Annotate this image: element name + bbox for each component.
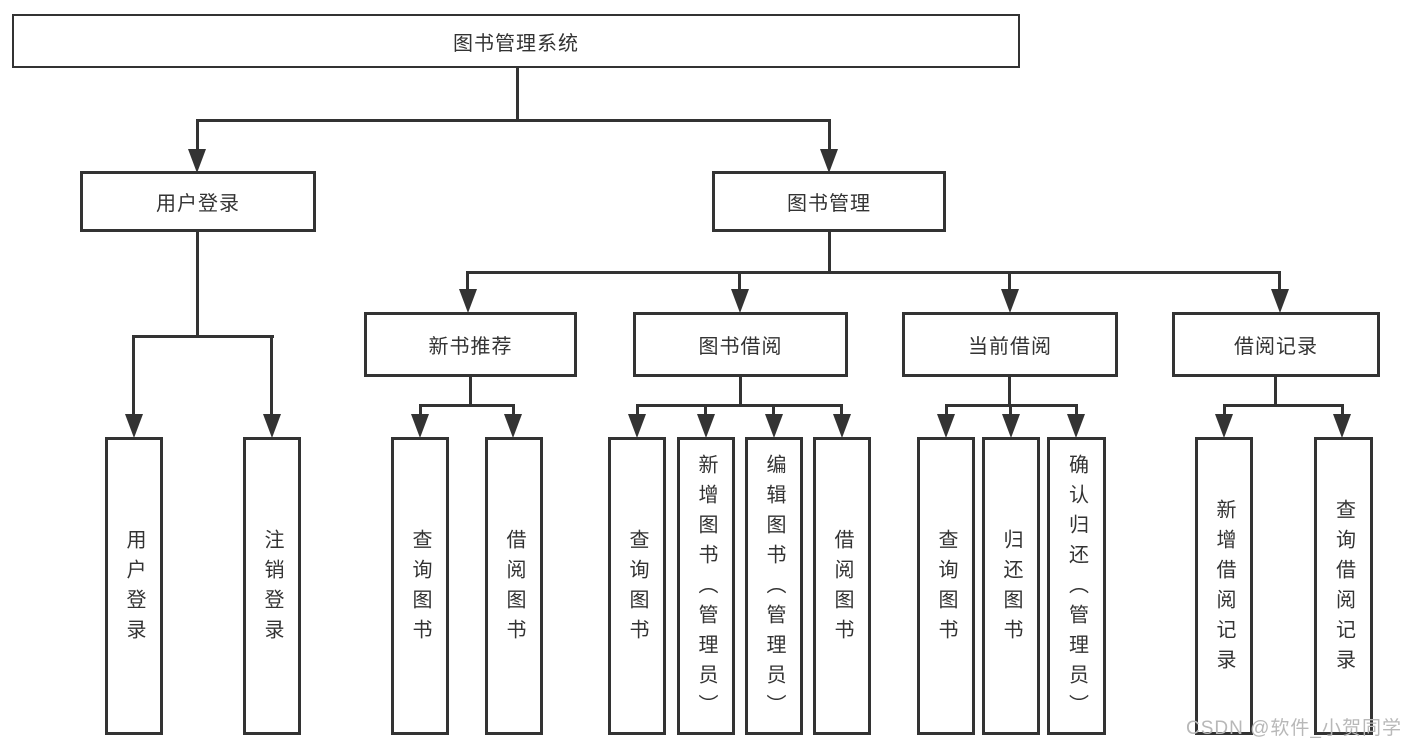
arrowhead-icon (411, 414, 429, 438)
leaf-return-book: 归还图书 (982, 437, 1040, 735)
leaf-borrow-book-2: 借阅图书 (813, 437, 871, 735)
user-login-down-line (196, 232, 199, 338)
csdn-watermark: CSDN @软件_小贺同学 (1186, 718, 1402, 739)
stub-line (636, 404, 639, 416)
book-mgmt-down-line (828, 232, 831, 274)
node-borrow-records: 借阅记录 (1172, 312, 1380, 377)
leaf-query-book-1: 查询图书 (391, 437, 449, 735)
stub-line (1075, 404, 1078, 416)
leaf-query-book-3: 查询图书 (917, 437, 975, 735)
book-borrow-branch-line (636, 404, 842, 407)
stub-line (1223, 404, 1226, 416)
book-borrow-down-line (739, 377, 742, 407)
arrowhead-user-login-icon (188, 149, 206, 173)
root-stub-line (516, 68, 519, 122)
leaf-logout-stub-line (270, 335, 273, 415)
arrowhead-icon (1333, 414, 1351, 438)
node-book-borrow: 图书借阅 (633, 312, 848, 377)
current-borrow-stub-line (1008, 271, 1011, 291)
user-login-stub-line (196, 119, 199, 151)
arrowhead-book-mgmt-icon (820, 149, 838, 173)
stub-line (1009, 404, 1012, 416)
node-user-login: 用户登录 (80, 171, 316, 232)
arrowhead-icon (1067, 414, 1085, 438)
leaf-borrow-book-1: 借阅图书 (485, 437, 543, 735)
level3-branch-line (466, 271, 1280, 274)
arrowhead-icon (1002, 414, 1020, 438)
book-mgmt-stub-line (828, 119, 831, 151)
arrowhead-icon (628, 414, 646, 438)
borrow-records-stub-line (1278, 271, 1281, 291)
leaf-login-stub-line (132, 335, 135, 415)
leaf-logout: 注销登录 (243, 437, 301, 735)
arrowhead-icon (937, 414, 955, 438)
new-book-down-line (469, 377, 472, 407)
arrowhead-new-book-icon (459, 289, 477, 313)
stub-line (419, 404, 422, 416)
stub-line (840, 404, 843, 416)
arrowhead-icon (697, 414, 715, 438)
leaf-edit-book-admin: 编辑图书（管理员） (745, 437, 803, 735)
arrowhead-borrow-records-icon (1271, 289, 1289, 313)
stub-line (772, 404, 775, 416)
new-book-stub-line (466, 271, 469, 291)
arrowhead-book-borrow-icon (731, 289, 749, 313)
leaf-add-borrow-record: 新增借阅记录 (1195, 437, 1253, 735)
arrowhead-icon (833, 414, 851, 438)
arrowhead-leaf-login-icon (125, 414, 143, 438)
node-book-mgmt: 图书管理 (712, 171, 946, 232)
node-root: 图书管理系统 (12, 14, 1020, 68)
node-new-book-rec: 新书推荐 (364, 312, 577, 377)
stub-line (1341, 404, 1344, 416)
leaf-user-login: 用户登录 (105, 437, 163, 735)
leaf-query-book-2: 查询图书 (608, 437, 666, 735)
arrowhead-icon (765, 414, 783, 438)
current-borrow-down-line (1008, 377, 1011, 407)
arrowhead-current-borrow-icon (1001, 289, 1019, 313)
book-borrow-stub-line (738, 271, 741, 291)
stub-line (704, 404, 707, 416)
stub-line (512, 404, 515, 416)
stub-line (945, 404, 948, 416)
borrow-records-branch-line (1223, 404, 1344, 407)
leaf-query-borrow-record: 查询借阅记录 (1314, 437, 1373, 735)
new-book-branch-line (419, 404, 515, 407)
leaf-confirm-return-admin: 确认归还（管理员） (1047, 437, 1106, 735)
borrow-records-down-line (1274, 377, 1277, 407)
leaf-add-book-admin: 新增图书（管理员） (677, 437, 735, 735)
level2-branch-line (196, 119, 830, 122)
user-login-branch-line (133, 335, 274, 338)
arrowhead-leaf-logout-icon (263, 414, 281, 438)
arrowhead-icon (1215, 414, 1233, 438)
arrowhead-icon (504, 414, 522, 438)
node-current-borrow: 当前借阅 (902, 312, 1118, 377)
